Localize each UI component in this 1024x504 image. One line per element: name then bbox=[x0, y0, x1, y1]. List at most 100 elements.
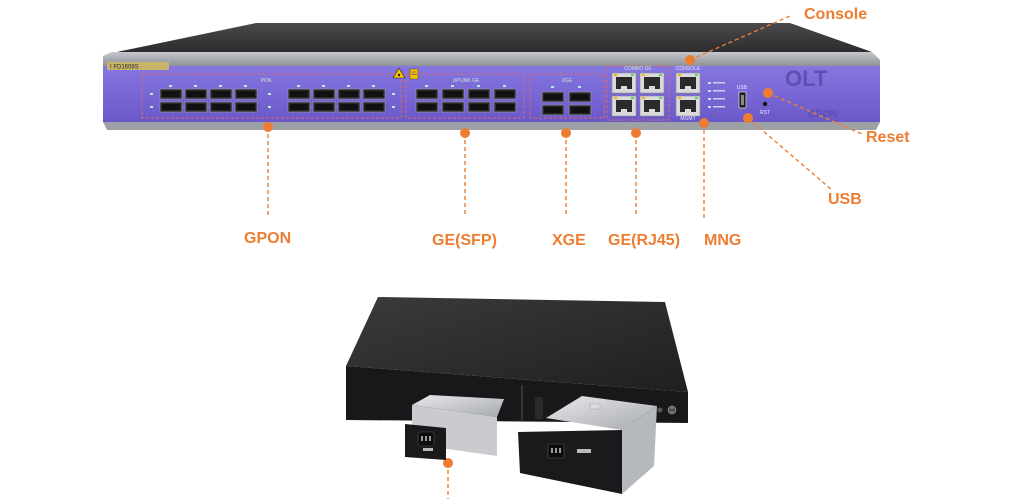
psu-left-tag bbox=[423, 448, 433, 451]
callout-dots bbox=[263, 55, 773, 468]
usb-port-tongue bbox=[741, 95, 744, 105]
port-led bbox=[268, 106, 271, 108]
gpon-sfp-port[interactable] bbox=[362, 101, 386, 113]
gpon-sfp-port[interactable] bbox=[209, 101, 233, 113]
usb-leader-line bbox=[747, 117, 833, 191]
mgmt-port[interactable] bbox=[675, 95, 701, 117]
port-led bbox=[477, 85, 480, 87]
combo-group-label: COMBO GE bbox=[624, 66, 652, 72]
psu-right-side bbox=[622, 406, 657, 494]
status-led-legend bbox=[713, 106, 725, 108]
power-supply-module-right[interactable] bbox=[518, 396, 657, 494]
power-inlet-icon bbox=[417, 431, 435, 447]
olt-rear-view bbox=[346, 297, 688, 494]
gpon-sfp-port[interactable] bbox=[287, 88, 311, 100]
xge-sfp-port[interactable] bbox=[568, 91, 592, 103]
callout-ge-rj45: GE(RJ45) bbox=[608, 232, 681, 249]
callout-console: Console bbox=[804, 6, 868, 23]
gpon-sfp-port[interactable] bbox=[362, 88, 386, 100]
gpon-sfp-port[interactable] bbox=[209, 88, 233, 100]
port-led bbox=[150, 93, 153, 95]
ge-rj45-port[interactable] bbox=[639, 72, 665, 94]
port-led bbox=[194, 85, 197, 87]
gpon-sfp-port[interactable] bbox=[159, 88, 183, 100]
status-led-legend bbox=[713, 82, 725, 84]
gpon-sfp-port[interactable] bbox=[234, 88, 258, 100]
power-supply-module-left[interactable] bbox=[405, 395, 504, 460]
console-mgmt-ports bbox=[675, 72, 701, 117]
gpon-side-label: GPON bbox=[808, 109, 837, 120]
rear-chassis-top bbox=[346, 297, 688, 392]
port-led bbox=[169, 85, 172, 87]
ge-rj45-port[interactable] bbox=[611, 72, 637, 94]
console-port[interactable] bbox=[675, 72, 701, 94]
ge-sfp-group-outline bbox=[405, 73, 525, 119]
ge-sfp-port[interactable] bbox=[415, 101, 439, 113]
chassis-rim bbox=[103, 52, 880, 66]
ge-sfp-port[interactable] bbox=[467, 101, 491, 113]
reset-button[interactable] bbox=[762, 101, 768, 107]
laser-warning-icon bbox=[392, 67, 406, 79]
rst-label: RST bbox=[760, 110, 770, 116]
gpon-sfp-port[interactable] bbox=[337, 101, 361, 113]
ge-sfp-port[interactable] bbox=[441, 101, 465, 113]
xge-group-label: XGE bbox=[562, 78, 573, 84]
pon-port-group-outline bbox=[141, 73, 402, 119]
port-led bbox=[451, 85, 454, 87]
pon-group-label: PON bbox=[261, 78, 272, 84]
ge-sfp-port[interactable] bbox=[493, 88, 517, 100]
status-led bbox=[708, 82, 711, 84]
callout-xge: XGE bbox=[552, 232, 586, 249]
console-leader-line bbox=[689, 15, 791, 61]
callout-lines bbox=[267, 15, 863, 499]
gpon-sfp-port[interactable] bbox=[234, 101, 258, 113]
reset-leader-line bbox=[767, 92, 863, 135]
status-led-legend bbox=[713, 98, 725, 100]
psu-left-top bbox=[412, 395, 504, 417]
status-led-legend bbox=[713, 90, 725, 92]
olt-logo: OLT bbox=[785, 66, 828, 91]
callout-ge-sfp: GE(SFP) bbox=[432, 232, 497, 249]
ge-rj45-port[interactable] bbox=[639, 95, 665, 117]
console-port-label: CONSOLE bbox=[676, 66, 701, 72]
ge-sfp-port[interactable] bbox=[441, 88, 465, 100]
gpon-sfp-port[interactable] bbox=[312, 101, 336, 113]
model-label: I FD1608S bbox=[110, 65, 139, 71]
status-leds bbox=[708, 82, 725, 108]
psu-right-top bbox=[546, 396, 657, 430]
chassis-bottom-rail bbox=[103, 122, 880, 130]
power-inlet-icon bbox=[547, 443, 565, 459]
xge-sfp-port[interactable] bbox=[541, 104, 565, 116]
callout-mng: MNG bbox=[704, 232, 742, 249]
xge-ports bbox=[541, 86, 592, 116]
mgmt-port-label: MGMT bbox=[680, 116, 695, 122]
port-led bbox=[268, 93, 271, 95]
port-led bbox=[578, 86, 581, 88]
psu-right-faceplate bbox=[518, 430, 622, 494]
port-led bbox=[322, 85, 325, 87]
xge-sfp-port[interactable] bbox=[568, 104, 592, 116]
gpon-ports bbox=[150, 85, 395, 113]
gpon-sfp-port[interactable] bbox=[337, 88, 361, 100]
callout-usb: USB bbox=[828, 191, 862, 208]
ge-sfp-port[interactable] bbox=[493, 101, 517, 113]
ge-sfp-port[interactable] bbox=[467, 88, 491, 100]
gpon-sfp-port[interactable] bbox=[287, 101, 311, 113]
ge-rj45-port[interactable] bbox=[611, 95, 637, 117]
gpon-sfp-port[interactable] bbox=[159, 101, 183, 113]
status-led bbox=[708, 98, 711, 100]
status-led bbox=[708, 90, 711, 92]
ge-rj45-group-outline bbox=[606, 65, 670, 121]
port-led bbox=[244, 85, 247, 87]
gpon-sfp-port[interactable] bbox=[312, 88, 336, 100]
port-led bbox=[150, 106, 153, 108]
ge-rj45-ports bbox=[611, 72, 665, 117]
xge-sfp-port[interactable] bbox=[541, 91, 565, 103]
gpon-sfp-port[interactable] bbox=[184, 88, 208, 100]
psu-right-tag bbox=[577, 449, 591, 453]
gpon-sfp-port[interactable] bbox=[184, 101, 208, 113]
port-led bbox=[297, 85, 300, 87]
ge-sfp-port[interactable] bbox=[415, 88, 439, 100]
usb-port-label: USB bbox=[737, 85, 748, 91]
